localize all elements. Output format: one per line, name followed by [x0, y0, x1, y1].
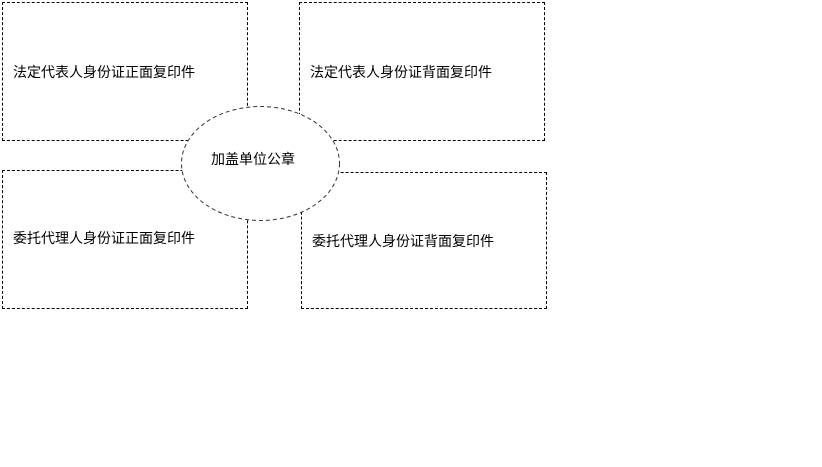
box-label: 委托代理人身份证正面复印件: [13, 230, 195, 247]
agent-id-back-box: 委托代理人身份证背面复印件: [301, 172, 547, 309]
legal-rep-id-back-box: 法定代表人身份证背面复印件: [299, 2, 545, 141]
box-label: 委托代理人身份证背面复印件: [312, 233, 494, 250]
box-label: 法定代表人身份证背面复印件: [310, 64, 492, 81]
box-label: 法定代表人身份证正面复印件: [13, 64, 195, 81]
seal-label: 加盖单位公章: [211, 152, 295, 168]
agent-id-front-box: 委托代理人身份证正面复印件: [2, 170, 248, 309]
legal-rep-id-front-box: 法定代表人身份证正面复印件: [2, 2, 248, 141]
